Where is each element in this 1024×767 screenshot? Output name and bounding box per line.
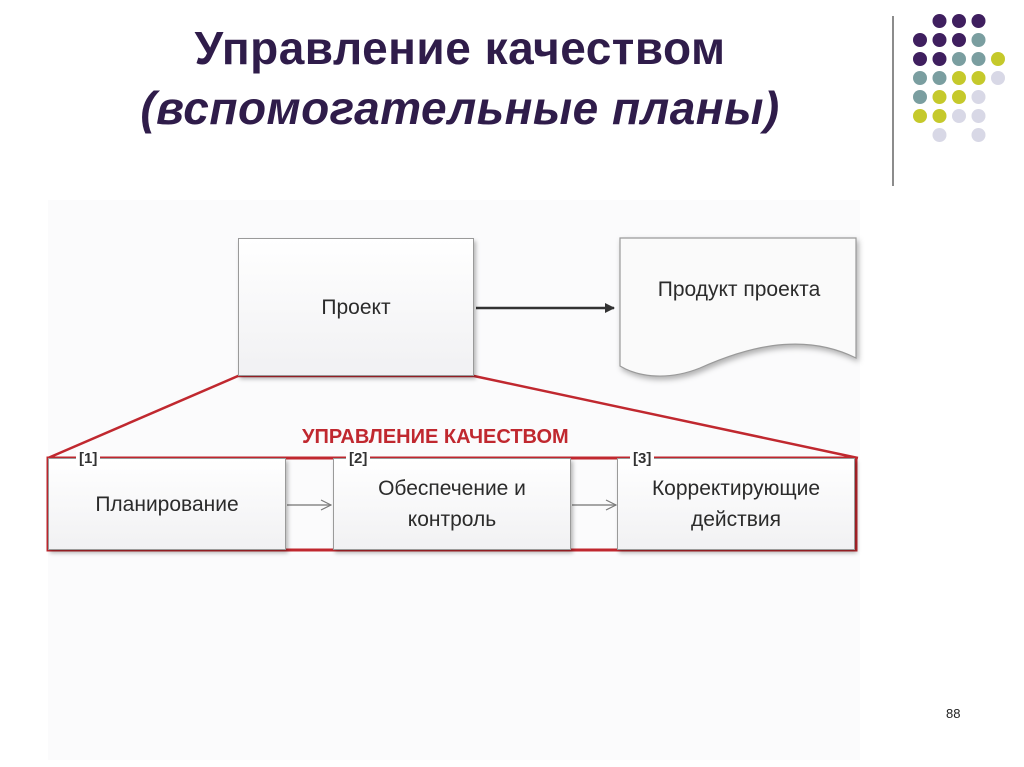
decorative-dot xyxy=(952,71,966,85)
step-corrective-label: Корректирующие действия xyxy=(651,477,821,531)
quality-funnel-outline xyxy=(47,374,859,460)
step-assurance-label: Обеспечение и контроль xyxy=(378,477,526,531)
decorative-dot xyxy=(952,109,966,123)
project-label: Проект xyxy=(321,295,391,319)
decorative-dot xyxy=(971,90,986,104)
decorative-dot xyxy=(971,14,986,28)
step-number-2: [2] xyxy=(346,450,371,467)
decorative-dot xyxy=(971,128,986,142)
decorative-dot xyxy=(913,71,927,85)
decorative-dot xyxy=(991,52,1005,66)
decorative-dot xyxy=(952,52,966,66)
decorative-dot xyxy=(913,33,927,47)
decorative-dot-grid xyxy=(913,14,1005,142)
step-number-3: [3] xyxy=(630,450,655,467)
product-document-shape xyxy=(619,237,857,377)
decorative-dot xyxy=(932,128,947,142)
decorative-dot xyxy=(971,33,986,47)
step-assurance-box: Обеспечение и контроль xyxy=(333,458,571,550)
quality-management-label: УПРАВЛЕНИЕ КАЧЕСТВОМ xyxy=(302,426,569,448)
step-planning-box: Планирование xyxy=(48,458,286,550)
decorative-dot xyxy=(932,71,947,85)
title-line-2: (вспомогательные планы) xyxy=(140,82,780,134)
decorative-dot xyxy=(971,109,986,123)
step-number-1: [1] xyxy=(76,450,101,467)
decorative-dot xyxy=(913,52,927,66)
step-planning-label: Планирование xyxy=(95,492,239,516)
project-box: Проект xyxy=(238,238,474,376)
decorative-dot xyxy=(952,90,966,104)
decorative-dot xyxy=(932,14,947,28)
decorative-dot xyxy=(932,52,947,66)
title-divider-line xyxy=(892,16,894,186)
title-line-1: Управление качеством xyxy=(194,22,726,74)
decorative-dot xyxy=(952,14,966,28)
decorative-dot xyxy=(932,109,947,123)
page-number: 88 xyxy=(946,706,961,721)
decorative-dot xyxy=(932,90,947,104)
product-label: Продукт проекта xyxy=(657,278,821,301)
decorative-dot xyxy=(971,52,986,66)
decorative-dot xyxy=(991,71,1005,85)
slide-title: Управление качеством (вспомогательные пл… xyxy=(40,18,880,138)
step-corrective-box: Корректирующие действия xyxy=(617,458,855,550)
decorative-dot xyxy=(932,33,947,47)
decorative-dot xyxy=(971,71,986,85)
decorative-dot xyxy=(913,109,927,123)
decorative-dot xyxy=(952,33,966,47)
decorative-dot xyxy=(913,90,927,104)
